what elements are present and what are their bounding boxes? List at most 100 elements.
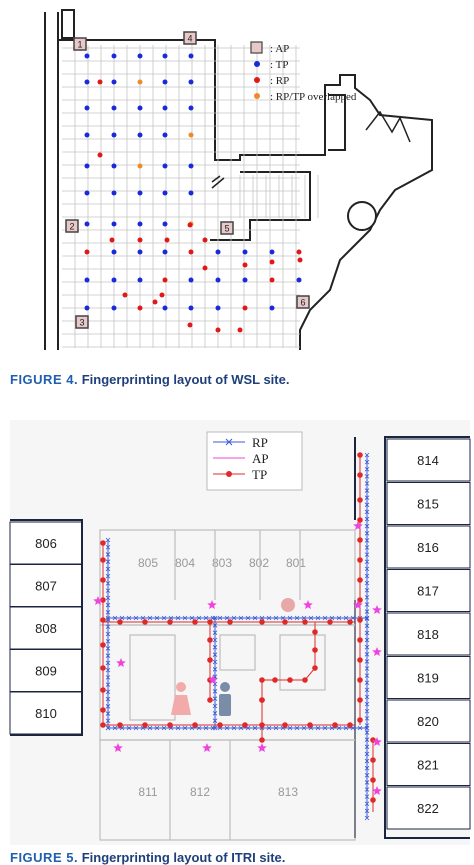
rp-marker xyxy=(294,615,300,621)
ap-star xyxy=(353,600,363,609)
tp-dot xyxy=(357,717,363,723)
rp-marker xyxy=(105,537,111,543)
rp-dot xyxy=(97,79,103,85)
rp-marker xyxy=(105,624,111,630)
tp-dot xyxy=(207,657,213,663)
tp-dot xyxy=(357,517,363,523)
legend-text: : AP xyxy=(270,43,289,55)
itri-rooms: 8068078088098108148158168178188198208218… xyxy=(9,438,471,830)
rp-marker xyxy=(364,801,370,807)
tp-dot xyxy=(117,722,123,728)
rp-dot xyxy=(137,237,143,243)
rp-marker xyxy=(105,566,111,572)
rp-marker xyxy=(105,617,111,622)
rp-marker xyxy=(273,725,279,731)
tp-dot xyxy=(162,132,168,138)
rp-marker xyxy=(294,725,300,731)
tp-dot xyxy=(370,777,376,783)
ap-label: 3 xyxy=(79,318,84,328)
tp-dot xyxy=(357,637,363,643)
tp-dot xyxy=(100,540,106,546)
rp-marker xyxy=(154,615,160,621)
itri-inner-walls xyxy=(99,529,356,841)
rp-marker xyxy=(133,615,139,621)
rp-marker xyxy=(105,588,111,593)
tp-dot xyxy=(312,665,318,671)
tp-dot xyxy=(215,277,221,283)
rp-marker xyxy=(364,687,370,693)
restroom-man-body xyxy=(219,694,231,716)
tp-dot xyxy=(137,305,143,311)
room-number: 801 xyxy=(286,556,306,570)
rp-marker xyxy=(364,545,370,550)
rp-marker xyxy=(364,580,370,586)
rp-marker xyxy=(105,638,111,644)
ap-star xyxy=(257,743,267,752)
room-number: 812 xyxy=(190,785,210,799)
rp-marker xyxy=(126,725,132,731)
tp-dot xyxy=(117,619,123,625)
tp-dot xyxy=(111,53,117,59)
ap-star xyxy=(208,675,218,684)
tp-dot xyxy=(137,221,143,227)
rp-marker xyxy=(105,646,111,651)
rp-marker xyxy=(112,725,118,731)
tp-dot xyxy=(269,277,275,283)
rp-marker xyxy=(364,701,370,707)
room-box xyxy=(386,569,471,612)
room-number: 803 xyxy=(212,556,232,570)
rp-marker xyxy=(364,616,370,621)
rp-marker xyxy=(364,751,370,757)
room-number: 802 xyxy=(249,556,269,570)
rp-marker xyxy=(364,716,370,721)
tp-dot xyxy=(100,577,106,583)
tp-dot xyxy=(162,221,168,227)
room-box xyxy=(386,699,471,743)
rp-marker xyxy=(161,725,167,731)
legend-text: RP xyxy=(252,435,268,450)
rp-marker xyxy=(252,615,258,621)
tp-dot xyxy=(242,277,248,283)
tp-dot xyxy=(357,537,363,543)
rp-marker xyxy=(343,725,349,731)
room-number: 817 xyxy=(417,584,439,599)
rp-marker xyxy=(182,725,188,731)
tp-dot xyxy=(100,557,106,563)
tp-dot xyxy=(242,722,248,728)
rp-marker xyxy=(364,495,370,500)
tp-dot xyxy=(332,722,338,728)
rp-dot xyxy=(215,327,221,333)
wsl-legend: : AP: TP: RP: RP/TP overlapped xyxy=(250,41,357,103)
tp-dot xyxy=(347,619,353,625)
tp-dot xyxy=(217,722,223,728)
rp-marker xyxy=(364,459,370,465)
rp-marker xyxy=(212,667,218,672)
rp-marker xyxy=(105,711,111,716)
rp-marker xyxy=(105,610,111,615)
tp-dot xyxy=(282,722,288,728)
rp-marker xyxy=(287,615,293,621)
room-number: 807 xyxy=(35,579,57,594)
legend-symbol xyxy=(226,471,232,477)
rp-marker xyxy=(364,694,370,700)
wsl-column xyxy=(347,201,377,231)
rp-marker xyxy=(364,516,370,522)
rp-marker xyxy=(336,725,342,731)
rp-marker xyxy=(357,725,363,731)
ap-star xyxy=(353,521,363,530)
rp-marker xyxy=(308,615,314,621)
rp-marker xyxy=(364,673,370,678)
ap-label: 6 xyxy=(300,298,305,308)
ap-marker xyxy=(65,219,79,233)
rp-dot xyxy=(159,292,165,298)
rp-marker xyxy=(364,808,370,814)
rp-marker xyxy=(364,566,370,572)
rp-marker xyxy=(364,744,370,750)
tp-dot xyxy=(307,722,313,728)
tp-dot xyxy=(370,757,376,763)
legend-symbol xyxy=(250,41,263,54)
rp-marker xyxy=(343,615,349,621)
room-number: 820 xyxy=(417,714,439,729)
